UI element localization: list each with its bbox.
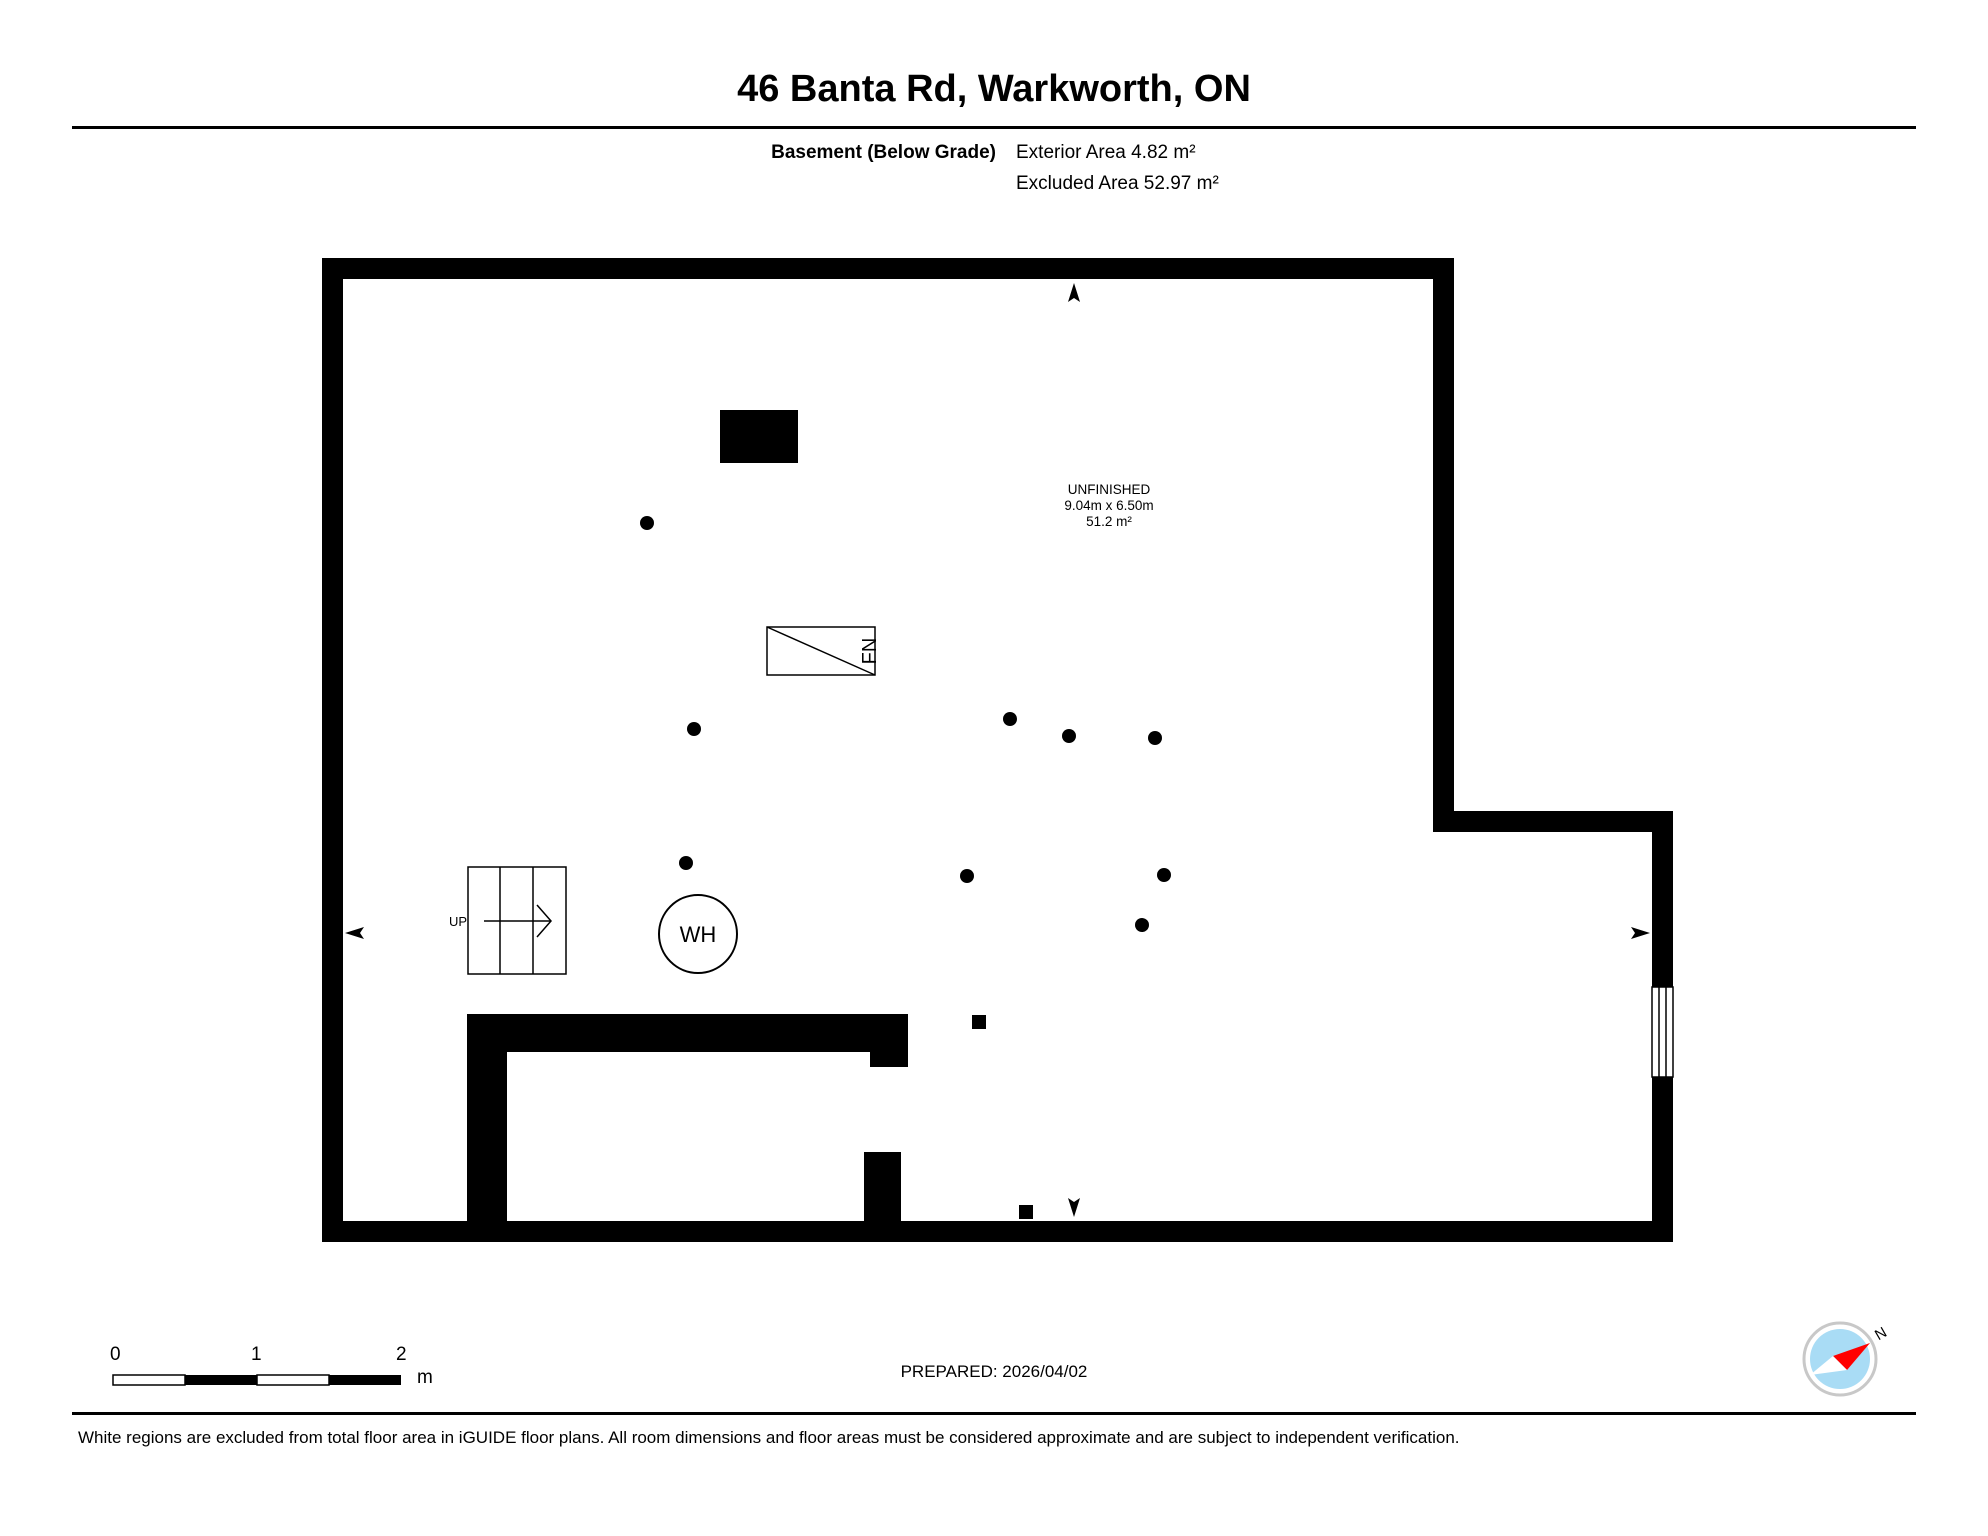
wall-west <box>322 258 343 1242</box>
arrow-left-icon <box>345 927 364 939</box>
wall-east-lower-a <box>1652 811 1673 987</box>
interior-wall-top <box>467 1014 908 1052</box>
footer-divider <box>72 1412 1916 1415</box>
wall-east-lower-b <box>1652 1077 1673 1242</box>
support-post <box>640 516 654 530</box>
interior-wall-jamb-upper <box>870 1014 908 1067</box>
post-square <box>1019 1205 1033 1219</box>
interior-walls <box>467 1014 908 1242</box>
scale-unit: m <box>417 1367 433 1388</box>
water-heater: WH <box>658 894 738 974</box>
disclaimer: White regions are excluded from total fl… <box>78 1428 1460 1447</box>
wall-north <box>322 258 1454 279</box>
support-post <box>1148 731 1162 745</box>
support-post <box>1157 868 1171 882</box>
page-title: 46 Banta Rd, Warkworth, ON <box>737 68 1251 110</box>
arrow-right-icon <box>1631 927 1650 939</box>
scale-label-0: 0 <box>110 1344 121 1365</box>
stairs[interactable]: UP <box>449 866 567 975</box>
furnace: FN <box>766 626 881 676</box>
interior-wall-jamb-lower <box>864 1152 901 1242</box>
compass-label: N <box>1872 1324 1890 1344</box>
scale-label-1: 1 <box>251 1344 262 1365</box>
support-post <box>1003 712 1017 726</box>
exterior-walls <box>322 258 1673 1242</box>
room-area: 51.2 m² <box>1086 514 1132 529</box>
arrow-up-icon <box>1068 283 1080 302</box>
scale-bar <box>112 1374 401 1386</box>
arrow-down-icon <box>1068 1198 1080 1217</box>
furnace-label: FN <box>859 638 881 665</box>
excluded-area: Excluded Area 52.97 m² <box>1016 173 1219 194</box>
compass-north-arrow-icon <box>1833 1343 1870 1370</box>
compass: N <box>1802 1321 1890 1397</box>
support-post <box>1135 918 1149 932</box>
room-label: UNFINISHED 9.04m x 6.50m 51.2 m² <box>1064 482 1153 529</box>
room-name: UNFINISHED <box>1068 482 1151 497</box>
interior-wall-left <box>467 1014 507 1242</box>
level-name: Basement (Below Grade) <box>771 142 996 163</box>
support-posts <box>640 516 1171 932</box>
support-post <box>960 869 974 883</box>
stairs-label: UP <box>449 914 467 929</box>
post-square <box>972 1015 986 1029</box>
dimension-arrows <box>345 283 1650 1217</box>
support-post <box>679 856 693 870</box>
support-post <box>1062 729 1076 743</box>
header-divider <box>72 126 1916 129</box>
scale-label-2: 2 <box>396 1344 407 1365</box>
wall-step-ledge <box>1433 811 1673 832</box>
window-east <box>1651 986 1674 1078</box>
support-post <box>687 722 701 736</box>
exterior-area: Exterior Area 4.82 m² <box>1016 142 1196 163</box>
prepared-date: PREPARED: 2026/04/02 <box>900 1362 1088 1381</box>
room-dimensions: 9.04m x 6.50m <box>1064 498 1153 513</box>
wall-south <box>322 1221 1673 1242</box>
compass-south-arrow-icon <box>1810 1356 1847 1375</box>
water-heater-label: WH <box>680 922 717 947</box>
wall-east-upper <box>1433 258 1454 832</box>
chimney-block <box>720 410 798 463</box>
